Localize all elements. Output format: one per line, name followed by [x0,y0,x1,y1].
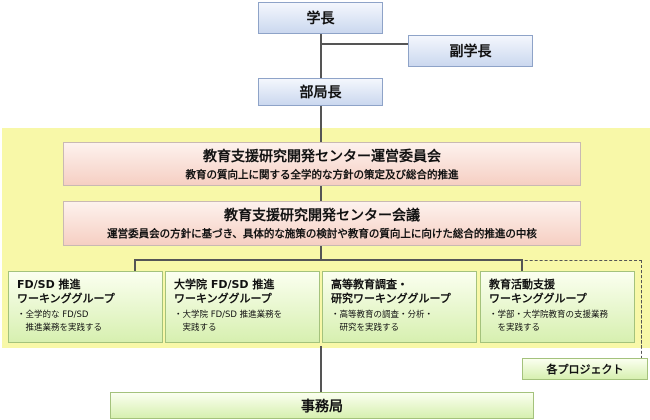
working-group-fdsd: FD/SD 推進 ワーキンググループ ・全学的な FD/SD 推進業務を実践する [8,271,163,343]
steering-committee-description: 教育の質向上に関する全学的な方針の策定及び総合的推進 [185,169,459,181]
working-group-description: ・大学院 FD/SD 推進業務を 実践する [174,310,283,333]
steering-committee-title: 教育支援研究開発センター運営委員会 [203,149,441,165]
working-group-description: ・全学的な FD/SD 推進業務を実践する [17,310,103,333]
connector-wg-bus [134,259,522,261]
working-group-title: 大学院 FD/SD 推進 ワーキンググループ [174,278,275,305]
vice-president-box: 副学長 [408,35,533,67]
projects-dashed-outline-side [641,260,642,374]
connector-committee-council [320,186,322,202]
working-group-title: 教育活動支援 ワーキンググループ [489,278,587,305]
working-group-title: 高等教育調査・ 研究ワーキンググループ [331,278,451,305]
connector-council-office [320,346,322,392]
working-group-education-support: 教育活動支援 ワーキンググループ ・学部・大学院教育の支援業務 を実践する [480,271,635,343]
center-council-box: 教育支援研究開発センター会議 運営委員会の方針に基づき、具体的な施策の検討や教育… [63,201,581,246]
connector-council-wg [320,246,322,260]
connector-vice-president [320,43,408,45]
connector-dept-committee [320,104,322,142]
working-group-higher-ed-research: 高等教育調査・ 研究ワーキンググループ ・高等教育の調査・分析・ 研究を実践する [322,271,477,343]
dept-head-box: 部局長 [258,78,383,106]
steering-committee-box: 教育支援研究開発センター運営委員会 教育の質向上に関する全学的な方針の策定及び総… [63,142,581,186]
working-group-description: ・学部・大学院教育の支援業務 を実践する [489,310,609,333]
office-box: 事務局 [110,392,534,419]
center-council-title: 教育支援研究開発センター会議 [224,208,420,224]
projects-box: 各プロジェクト [522,358,648,380]
connector-wg-drop-1 [134,259,136,271]
connector-wg-drop-4 [521,259,523,271]
working-group-graduate-fdsd: 大学院 FD/SD 推進 ワーキンググループ ・大学院 FD/SD 推進業務を … [165,271,320,343]
connector-president-dept [320,34,322,80]
president-box: 学長 [258,2,383,34]
working-group-title: FD/SD 推進 ワーキンググループ [17,278,115,305]
working-group-description: ・高等教育の調査・分析・ 研究を実践する [331,310,434,333]
center-council-description: 運営委員会の方針に基づき、具体的な施策の検討や教育の質向上に向けた総合的推進の中… [107,228,537,240]
